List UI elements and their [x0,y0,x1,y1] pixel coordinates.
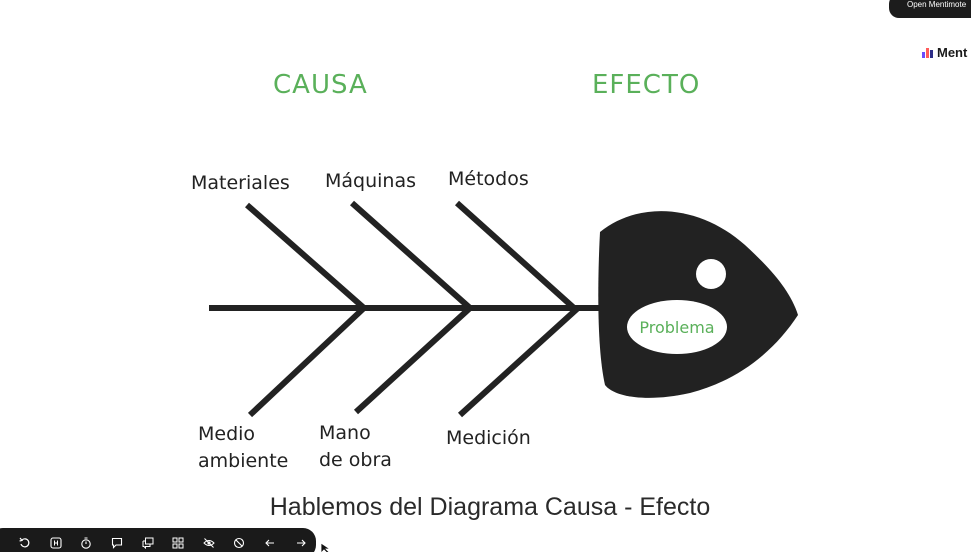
qa-button[interactable] [132,531,163,552]
mouse-cursor-icon [320,542,332,552]
hotkeys-icon [50,537,62,549]
bone-medicion [457,305,581,418]
qr-code-icon [172,537,184,549]
restart-button[interactable] [10,531,41,552]
comments-button[interactable] [102,531,133,552]
hide-results-icon [203,538,215,548]
problem-label: Problema [639,318,714,337]
comments-icon [112,537,123,549]
timer-icon [81,537,92,549]
close-voting-icon [234,537,245,549]
hotkeys-button[interactable] [41,531,72,552]
close-voting-button[interactable] [224,531,255,552]
previous-slide-button[interactable] [255,531,286,552]
label-medio-ambiente: Medio ambiente [198,421,288,475]
open-mentimote-label: Open Mentimote [907,0,967,9]
label-mano-de-obra-line-1: Mano [319,422,371,444]
label-medicion-line-1: Medición [446,427,531,449]
cause-heading: CAUSA [273,70,368,100]
label-medio-ambiente-line-1: Medio [198,423,256,445]
qr-code-button[interactable] [163,531,194,552]
arrow-left-icon [265,539,275,547]
bone-mano-de-obra [353,305,473,415]
qa-icon [142,537,154,549]
label-mano-de-obra-line-2: de obra [319,449,392,471]
bone-medio-ambiente [247,305,367,418]
label-materiales: Materiales [191,172,290,194]
timer-button[interactable] [71,531,102,552]
mentimeter-brand: Ment [922,45,967,60]
open-mentimote-button[interactable]: Open Mentimote [889,0,971,18]
bar-chart-logo-icon [922,47,933,58]
fish-eye [696,259,726,289]
label-metodos: Métodos [448,168,529,190]
arrow-right-icon [296,539,306,547]
effect-heading: EFECTO [592,70,701,100]
bone-materiales [245,202,366,311]
label-mano-de-obra: Mano de obra [319,420,392,474]
presenter-toolbar [0,528,316,552]
bone-maquinas [350,200,472,311]
label-maquinas: Máquinas [325,170,417,192]
label-medio-ambiente-line-2: ambiente [198,450,289,472]
next-slide-button[interactable] [285,531,316,552]
hide-results-button[interactable] [194,531,225,552]
slide-title: Hablemos del Diagrama Causa - Efecto [269,493,711,521]
restart-icon [19,537,30,548]
problem-oval [627,300,727,354]
label-medicion: Medición [446,425,531,452]
bone-metodos [454,200,577,311]
brand-name: Ment [937,45,968,60]
